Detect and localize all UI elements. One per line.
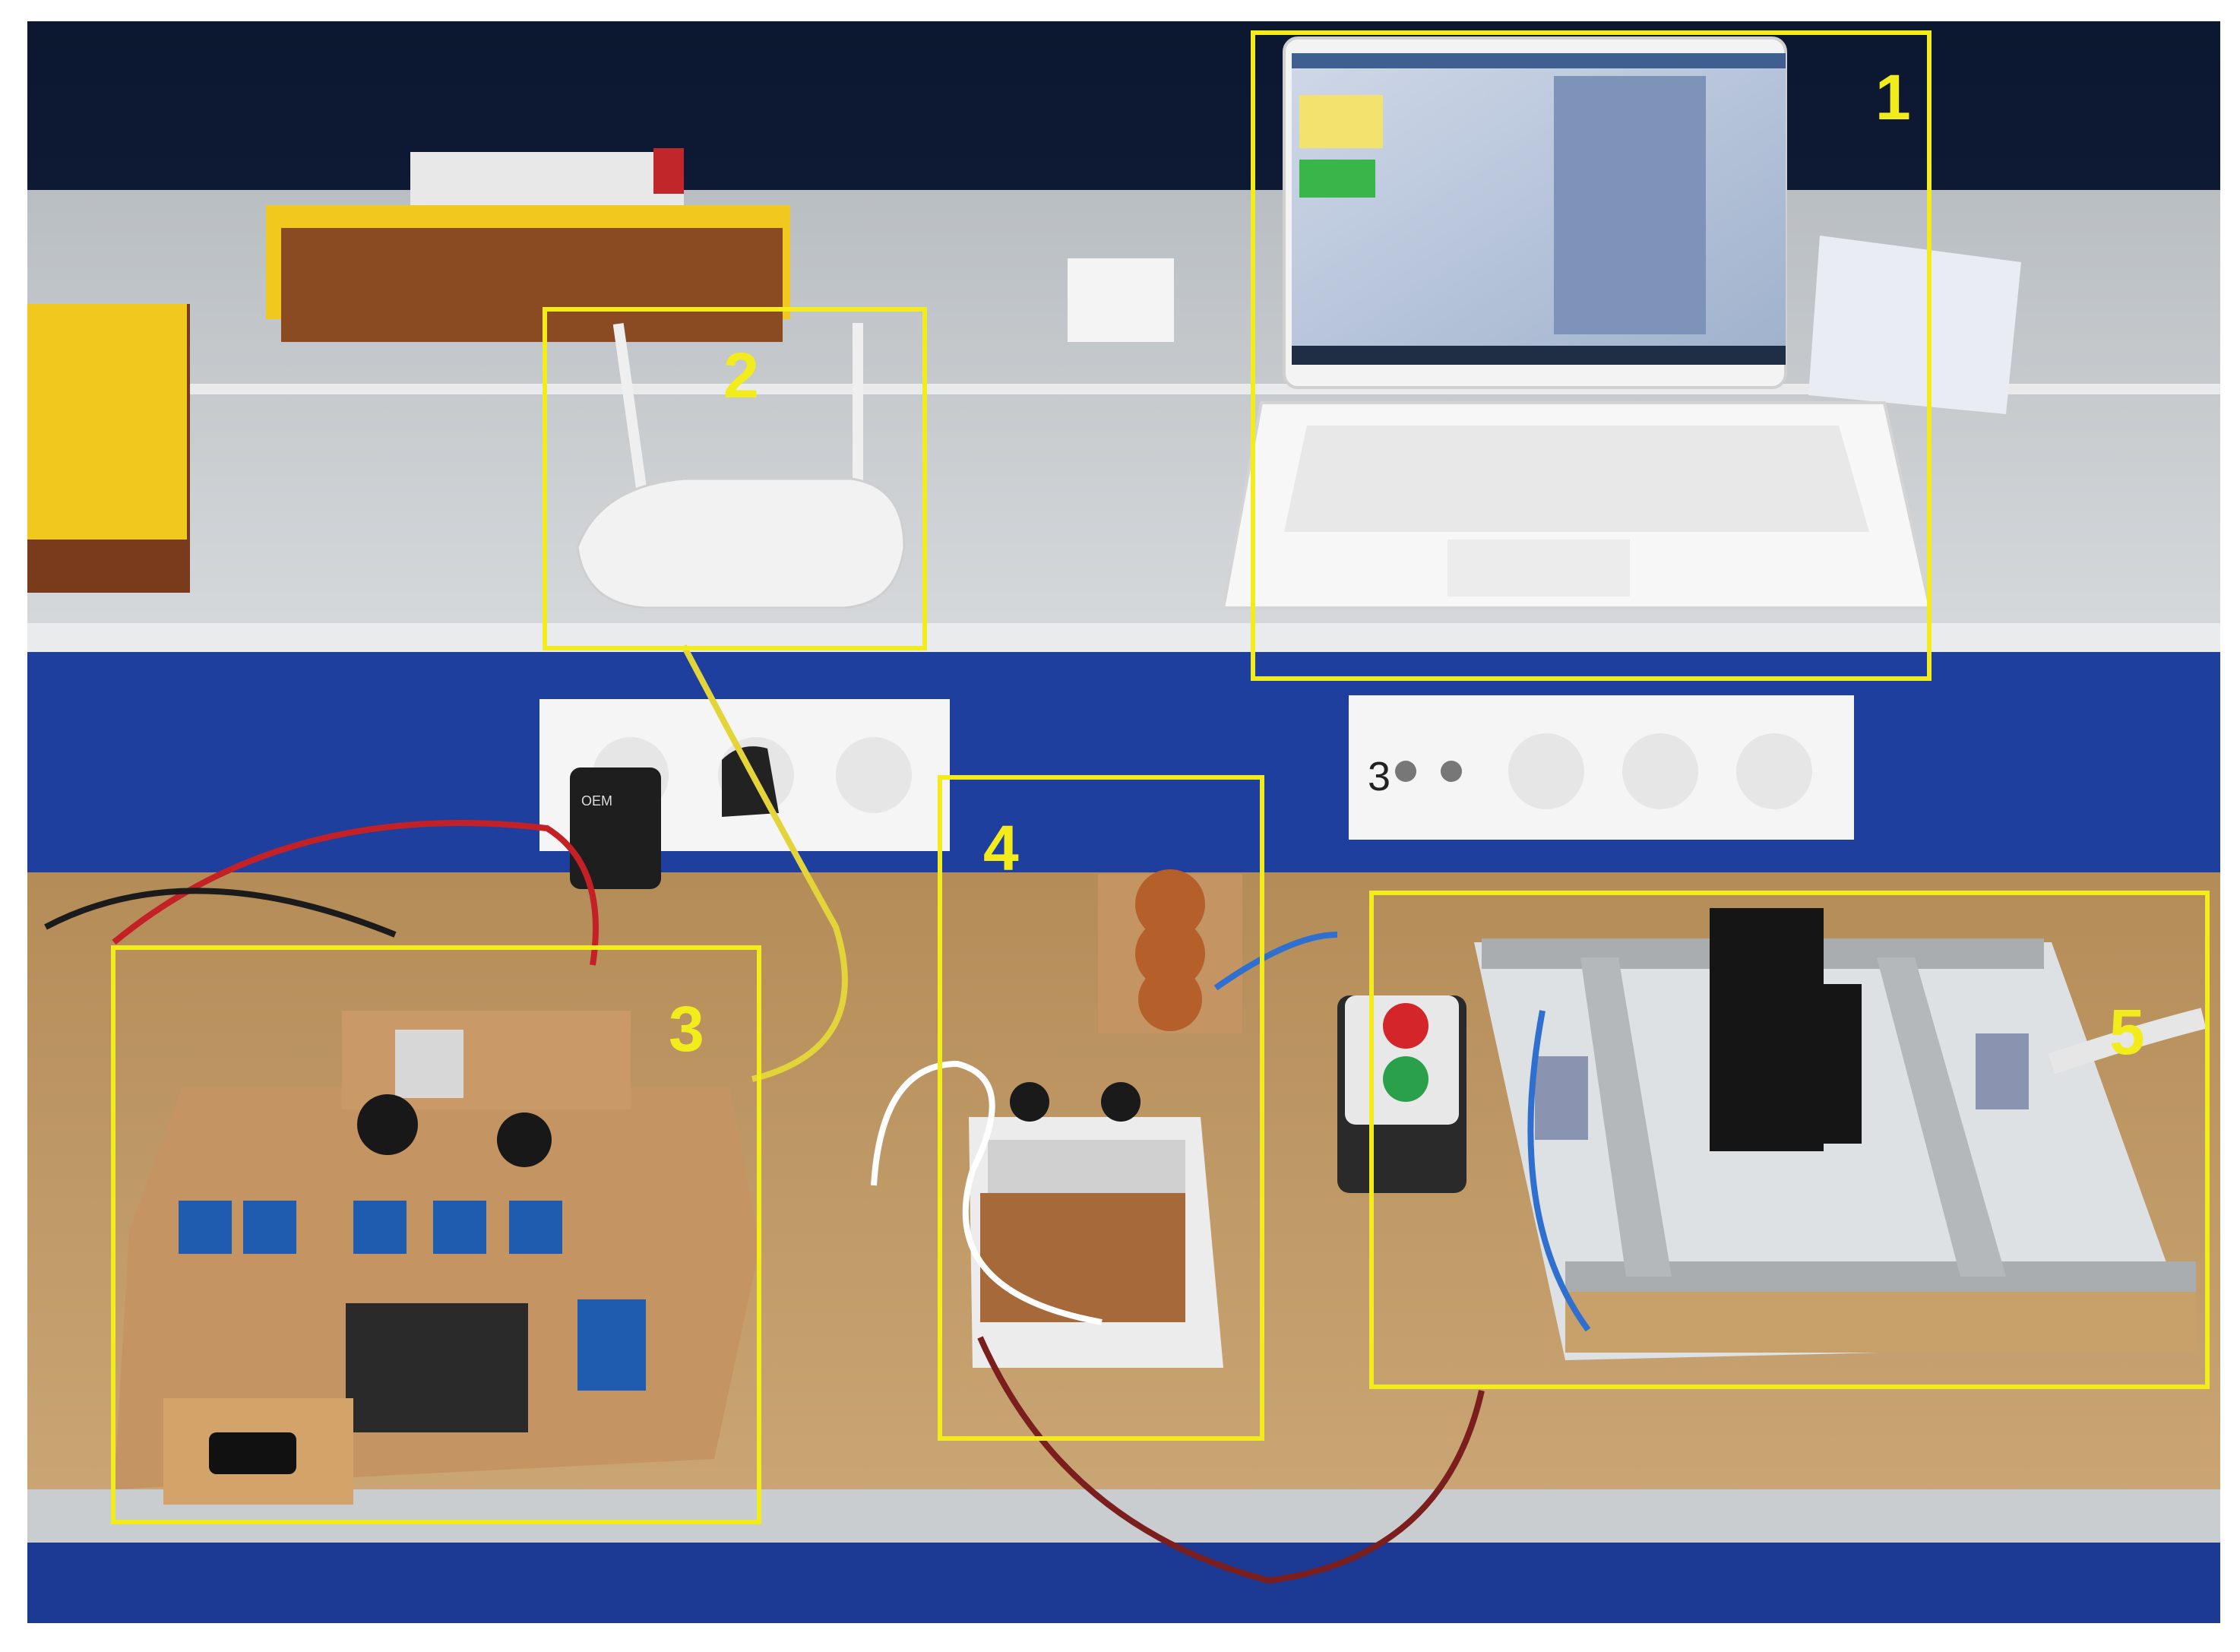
- annotation-box-1: [1251, 30, 1932, 681]
- adapter-brand: OEM: [581, 793, 612, 809]
- annotation-box-2: [543, 307, 927, 650]
- power-adapter: [570, 767, 661, 889]
- annotation-label-2: 2: [723, 340, 759, 411]
- annotation-label-4: 4: [983, 812, 1019, 884]
- annotation-label-3: 3: [669, 993, 704, 1065]
- stop-button: [1383, 1003, 1428, 1049]
- annotation-label-5: 5: [2109, 996, 2145, 1068]
- start-button: [1383, 1056, 1428, 1102]
- control-board: [114, 1011, 760, 1505]
- annotation-box-4: [938, 775, 1264, 1441]
- annotation-box-5: [1369, 891, 2210, 1389]
- socket-strip-right: [1349, 695, 1854, 840]
- laptop: [1221, 36, 1932, 609]
- wooden-box: [281, 228, 783, 342]
- wireless-router: [576, 323, 906, 609]
- contactor-panel: [1337, 908, 2196, 1360]
- socket-marking: 3: [1368, 754, 1391, 799]
- annotation-label-1: 1: [1875, 62, 1911, 133]
- blue-panel: [27, 652, 2220, 872]
- annotation-box-3: [111, 945, 761, 1524]
- inverter-board: [969, 869, 1242, 1368]
- socket-strip-left: [539, 699, 950, 889]
